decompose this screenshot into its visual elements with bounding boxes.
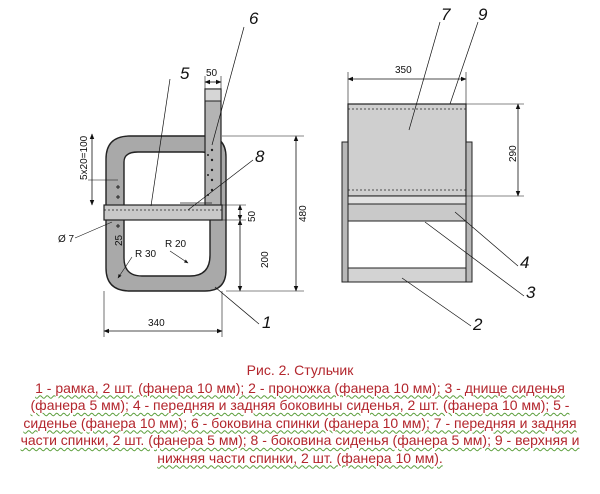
dim-480: 480 xyxy=(298,205,309,222)
front-stretcher xyxy=(347,267,467,283)
back-panel xyxy=(347,103,467,197)
caption-title: Рис. 2. Стульчик xyxy=(246,362,354,378)
callout-8: 8 xyxy=(255,147,265,166)
hole-marks xyxy=(116,185,120,228)
dim-350: 350 xyxy=(395,65,412,76)
dim-340: 340 xyxy=(148,318,165,329)
callout-6: 6 xyxy=(249,9,259,28)
dim-50-top: 50 xyxy=(206,68,218,79)
dim-d7: Ø 7 xyxy=(58,234,75,245)
dim-r20: R 20 xyxy=(165,239,187,250)
callout-9: 9 xyxy=(478,5,488,24)
front-view: 350 290 7 9 4 3 2 xyxy=(341,5,536,334)
callout-2: 2 xyxy=(472,315,483,334)
figure-caption: Рис. 2. Стульчик 1 - рамка, 2 шт. (фанер… xyxy=(6,362,594,467)
callout-7: 7 xyxy=(441,5,451,24)
seat-board xyxy=(103,204,223,221)
dim-r30: R 30 xyxy=(135,249,157,260)
back-side-panel xyxy=(204,88,222,218)
dim-200: 200 xyxy=(260,251,271,268)
side-view: 50 5x20=100 50 200 480 340 R 30 R 20 Ø 7… xyxy=(58,9,309,337)
callout-1: 1 xyxy=(262,313,271,332)
technical-drawing: 50 5x20=100 50 200 480 340 R 30 R 20 Ø 7… xyxy=(58,5,536,337)
dim-5x20: 5x20=100 xyxy=(79,135,90,180)
dim-290: 290 xyxy=(508,145,519,162)
dim-25: 25 xyxy=(114,234,125,246)
callout-3: 3 xyxy=(526,283,536,302)
dim-50-seat: 50 xyxy=(247,210,258,222)
caption-legend: 1 - рамка, 2 шт. (фанера 10 мм); 2 - про… xyxy=(20,379,580,466)
callout-4: 4 xyxy=(520,253,529,272)
front-seat xyxy=(347,195,467,205)
callout-5: 5 xyxy=(180,64,190,83)
